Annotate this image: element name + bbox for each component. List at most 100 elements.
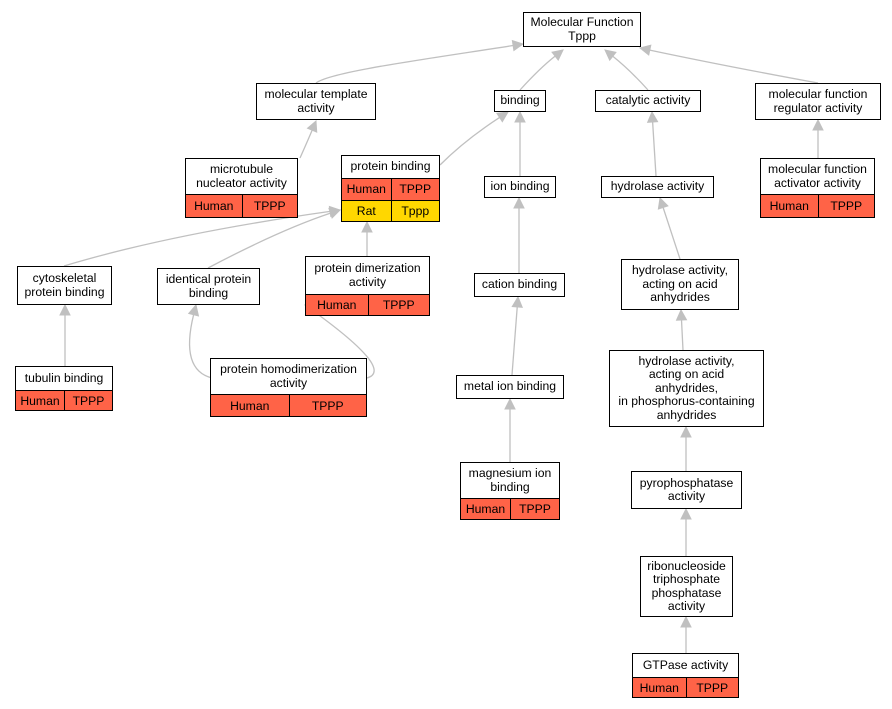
annotation-species: Human xyxy=(639,680,679,695)
arrowhead-metb-to-catb xyxy=(511,295,523,308)
go-term-label: catalytic activity xyxy=(605,93,691,108)
annotation-gene: TPPP xyxy=(64,391,112,410)
go-term-label: identical protein binding xyxy=(165,272,252,300)
annotation-row: Rat Tppp xyxy=(342,199,440,221)
edge-mta-to-mf xyxy=(315,44,514,84)
go-term-label: molecular function regulator activity xyxy=(768,87,868,115)
annotation-species: Human xyxy=(317,298,357,312)
annotation-species: Human xyxy=(769,199,809,213)
go-term-hyda[interactable]: hydrolase activity, acting on acid anhyd… xyxy=(621,259,739,310)
go-term-mfr[interactable]: molecular function regulator activity xyxy=(755,83,881,120)
annotation-species: Human xyxy=(230,398,270,413)
go-term-mf[interactable]: Molecular Function Tppp xyxy=(523,12,641,47)
edge-phda-to-ipb xyxy=(188,314,213,379)
go-term-label: hydrolase activity, acting on acid anhyd… xyxy=(618,353,755,422)
arrowhead-pda-to-pb xyxy=(361,220,373,233)
go-term-hyd[interactable]: hydrolase activity xyxy=(601,176,714,198)
arrowhead-catb-to-ionb xyxy=(513,196,525,209)
edge-pb-to-bind xyxy=(439,116,500,166)
go-term-label: protein homodimerization activity xyxy=(220,362,357,390)
annotation-gene: Tppp xyxy=(390,200,440,221)
annotation-species: Human xyxy=(194,199,234,213)
edge-cat-to-mf xyxy=(612,55,649,91)
go-term-ipb[interactable]: identical protein binding xyxy=(157,268,260,305)
arrowhead-mta-to-mf xyxy=(511,39,525,52)
arrowhead-ppa-to-hydp xyxy=(680,425,692,438)
arrowhead-hyd-to-cat xyxy=(646,110,659,123)
edge-phda-to-pda xyxy=(312,310,375,379)
go-term-label: protein dimerization activity xyxy=(314,261,421,289)
arrowhead-ionb-to-bind xyxy=(514,110,526,123)
annotation-gene: TPPP xyxy=(241,195,298,217)
arrowhead-hydp-to-hyda xyxy=(675,308,688,321)
annotation-gene: TPPP xyxy=(367,295,430,315)
annotation-row: Human TPPP xyxy=(211,394,366,416)
annotation-gene: TPPP xyxy=(817,195,875,217)
edge-hyd-to-cat xyxy=(651,121,657,177)
annotation-row: Human TPPP xyxy=(761,194,874,217)
go-term-bind[interactable]: binding xyxy=(494,90,546,112)
arrowhead-mgb-to-metb xyxy=(504,397,516,410)
annotation-row: Human TPPP xyxy=(461,498,559,519)
go-term-label: ion binding xyxy=(490,179,550,194)
annotation-species: Human xyxy=(346,182,386,197)
go-term-label: microtubule nucleator activity xyxy=(196,162,287,190)
edge-ipb-to-pb xyxy=(207,212,331,269)
go-term-metb[interactable]: metal ion binding xyxy=(456,375,564,399)
annotation-species: Rat xyxy=(356,203,376,218)
arrowhead-hyda-to-hyd xyxy=(657,196,669,210)
annotation-row: Human TPPP xyxy=(306,294,429,315)
go-term-label: metal ion binding xyxy=(463,379,557,394)
go-term-label: cation binding xyxy=(481,277,558,292)
go-term-label: molecular function activator activity xyxy=(768,162,867,190)
go-term-label: magnesium ion binding xyxy=(468,466,552,494)
go-term-label: hydrolase activity xyxy=(610,179,705,194)
go-term-label: protein binding xyxy=(350,159,431,174)
go-term-label: tubulin binding xyxy=(24,370,104,385)
edge-hydp-to-hyda xyxy=(680,319,684,351)
go-term-rtpa[interactable]: ribonucleoside triphosphate phosphatase … xyxy=(640,556,733,617)
go-term-mta[interactable]: molecular template activity xyxy=(256,83,376,120)
go-term-cat[interactable]: catalytic activity xyxy=(595,90,701,112)
edge-mfr-to-mf xyxy=(649,49,819,84)
arrowhead-rtpa-to-ppa xyxy=(680,507,692,520)
edge-cpb-to-pb xyxy=(63,210,331,267)
go-term-label: ribonucleoside triphosphate phosphatase … xyxy=(647,558,726,613)
annotation-gene: TPPP xyxy=(685,678,739,697)
arrowhead-mfr-to-mf xyxy=(638,44,652,56)
go-term-label: hydrolase activity, acting on acid anhyd… xyxy=(632,263,728,305)
go-term-label: pyrophosphatase activity xyxy=(639,475,734,503)
arrowhead-bind-to-mf xyxy=(551,49,564,62)
edge-bind-to-mf xyxy=(519,55,556,91)
annotation-row: Human TPPP xyxy=(186,194,297,217)
go-term-ppa[interactable]: pyrophosphatase activity xyxy=(631,471,742,509)
arrowhead-phda-to-ipb xyxy=(187,303,200,317)
arrowhead-mna-to-mta xyxy=(306,119,318,133)
annotation-gene: TPPP xyxy=(510,499,559,519)
go-term-ionb[interactable]: ion binding xyxy=(484,176,556,198)
go-term-label: GTPase activity xyxy=(642,657,729,672)
arrowhead-pb-to-bind xyxy=(496,111,509,123)
arrowhead-gtp-to-rtpa xyxy=(680,615,692,628)
annotation-gene: TPPP xyxy=(288,395,367,416)
annotation-species: Human xyxy=(465,502,506,516)
go-term-hydp[interactable]: hydrolase activity, acting on acid anhyd… xyxy=(609,350,764,427)
arrowhead-ipb-to-pb xyxy=(328,207,342,219)
edge-mna-to-mta xyxy=(299,129,313,159)
go-term-catb[interactable]: cation binding xyxy=(474,273,565,297)
go-term-cpb[interactable]: cytoskeletal protein binding xyxy=(17,266,112,305)
arrowhead-cat-to-mf xyxy=(604,49,617,62)
annotation-row: Human TPPP xyxy=(633,677,738,697)
go-term-label: binding xyxy=(500,93,540,108)
